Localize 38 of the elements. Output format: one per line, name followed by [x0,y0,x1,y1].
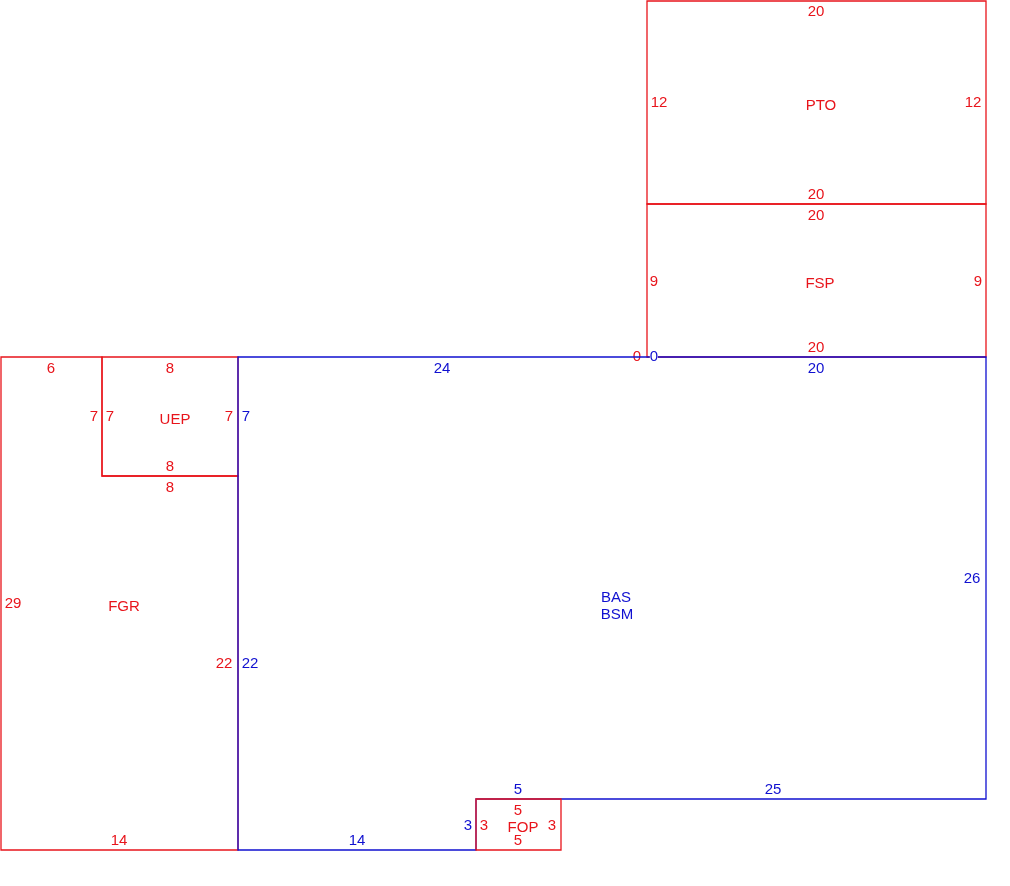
dimension-label: 0 [649,348,659,364]
room-label: BAS [601,587,631,605]
dimension-label: 3 [479,815,489,833]
dimension-label: 25 [764,779,782,797]
dimension-label: 8 [165,456,175,474]
dimension-label: 5 [513,800,523,818]
dimension-label: 12 [650,92,668,110]
dimension-label: 8 [165,358,175,376]
room-label: BSM [600,604,634,622]
dimension-label: 12 [964,92,982,110]
dimension-label: 3 [463,815,473,833]
dimension-label: 9 [649,271,659,289]
dimension-label: 8 [165,477,175,495]
dimension-label: 20 [807,184,825,202]
dimension-label: 7 [224,406,234,424]
dimension-label: 7 [89,406,99,424]
dimension-label: 26 [963,568,981,586]
dimension-label: 22 [241,653,259,671]
dimension-label: 20 [807,358,825,376]
room-label: FGR [108,596,140,614]
room-label: UEP [159,409,191,427]
dimension-label: 20 [807,337,825,355]
dimension-label: 22 [215,653,233,671]
dimension-label: 20 [807,1,825,19]
room-label: FSP [805,273,835,291]
dimension-label: 5 [513,779,523,797]
dimension-label: 14 [348,830,366,848]
dimension-label: 7 [241,406,251,424]
dimension-label: 3 [547,815,557,833]
room-label: PTO [805,95,837,113]
dimension-label: 7 [105,406,115,424]
dimension-label: 9 [973,271,983,289]
room-label: FOP [507,817,539,835]
dimension-label: 29 [4,593,22,611]
dimension-label: 14 [110,830,128,848]
dimension-label: 20 [807,205,825,223]
dimension-label: 24 [433,358,451,376]
dimension-label: 6 [46,358,56,376]
